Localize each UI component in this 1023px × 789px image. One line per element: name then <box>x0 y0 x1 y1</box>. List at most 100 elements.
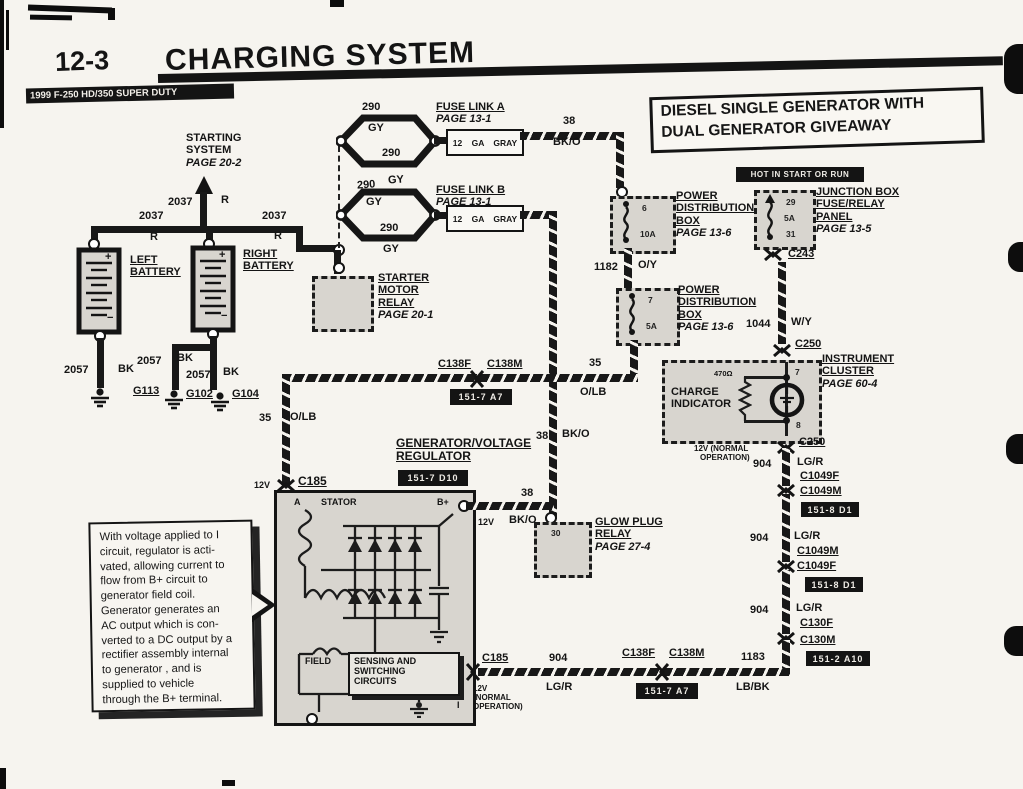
wire-stub <box>206 228 213 244</box>
wire-904-2 <box>782 494 790 562</box>
ground-label-g113: G113 <box>133 385 160 397</box>
wire-label: 2037 <box>168 196 193 208</box>
voltage-label: 12V <box>478 517 495 527</box>
cluster-wire <box>744 420 788 423</box>
wire-38-top <box>520 132 624 140</box>
wire-label: 35 <box>259 412 272 424</box>
wire-38-drop <box>616 132 624 188</box>
wire-stub <box>434 212 448 219</box>
wire-label: BK/O <box>509 514 537 526</box>
wire-label: 38 <box>563 115 576 127</box>
junction-dot <box>783 374 790 381</box>
glow-plug-relay-box <box>534 522 592 578</box>
note-bubble: With voltage applied to I circuit, regul… <box>88 519 256 713</box>
terminal-a-label: A <box>294 497 301 507</box>
connector-label: C130F <box>800 617 834 629</box>
charge-indicator-lamp-icon <box>769 382 805 418</box>
wire-label: BK/O <box>553 136 581 148</box>
wire-label: R <box>274 230 282 242</box>
connector-icon <box>777 559 795 578</box>
wire-label: R <box>221 194 229 206</box>
connector-label: C138F <box>438 358 472 370</box>
scan-artifact <box>1008 242 1023 272</box>
scan-artifact <box>0 768 6 789</box>
wire-35-right-drop <box>630 340 638 380</box>
wire-904-3 <box>782 570 790 634</box>
connector-label: C1049M <box>797 545 839 557</box>
connector-label: C130M <box>800 634 836 646</box>
connector-label: C1049M <box>800 485 842 497</box>
wire-bus-drop <box>296 226 303 252</box>
connector-label: C1049F <box>797 560 837 572</box>
wire-stub <box>91 228 98 244</box>
scan-artifact <box>6 10 9 50</box>
connector-icon <box>764 247 782 266</box>
fuse-element-icon <box>629 293 635 335</box>
terminal <box>333 262 345 274</box>
wire-label: GY <box>387 173 405 187</box>
junction-dot <box>783 417 790 424</box>
wire-label: BK/O <box>562 428 590 440</box>
fuse-element-icon <box>765 194 775 240</box>
connector-label: C250 <box>795 338 822 350</box>
battery-plus: + <box>219 249 226 261</box>
connector-icon <box>465 663 481 686</box>
wire-label: GY <box>366 196 382 208</box>
scan-artifact <box>1004 44 1023 94</box>
ground-icon <box>211 392 229 412</box>
connector-icon <box>469 370 485 393</box>
pin-number: 8 <box>796 420 801 430</box>
scan-artifact <box>0 0 4 128</box>
ground-icon <box>91 388 109 408</box>
wire-38-b-out <box>520 211 556 219</box>
connector-label: C1049F <box>800 470 840 482</box>
wire-label: LB/BK <box>736 681 770 693</box>
right-battery-symbol <box>190 245 236 333</box>
pin-number: 30 <box>551 528 561 538</box>
connector-label: C138M <box>487 358 523 370</box>
fuse-link-a-gauge: 12 GA GRAY <box>446 129 524 156</box>
note-pointer-icon <box>252 594 268 616</box>
circuit-badge: 151-8 D1 <box>801 502 859 517</box>
wire-1044 <box>778 262 786 344</box>
wire-stub <box>434 137 448 144</box>
wire-label: 35 <box>589 357 602 369</box>
fuse-rating: 5A <box>646 321 657 331</box>
wire-label: 1182 <box>594 261 618 273</box>
ground-label-g102: G102 <box>186 388 213 400</box>
wire-label: O/Y <box>638 259 657 271</box>
circuit-badge: 151-8 D1 <box>805 577 863 592</box>
connector-label: C185 <box>482 652 509 664</box>
battery-plus: + <box>105 251 112 263</box>
wire-38-main-drop <box>549 211 557 519</box>
circuit-badge: 151-7 A7 <box>450 389 512 405</box>
scan-artifact <box>27 4 113 14</box>
scan-artifact <box>29 14 73 21</box>
wire-label: 38 <box>521 487 534 499</box>
wire-label: LG/R <box>796 602 823 614</box>
pin-number: 7 <box>648 295 653 305</box>
scan-artifact <box>108 8 115 20</box>
starter-motor-relay-box <box>312 276 374 332</box>
wire-label: 1183 <box>741 651 765 663</box>
connector-icon <box>777 483 795 502</box>
stator-label: STATOR <box>321 497 357 507</box>
cluster-wire <box>744 376 788 379</box>
ground-icon <box>165 390 183 410</box>
wire-904-bottom <box>478 668 790 676</box>
fuse-link-a-symbol <box>336 114 440 168</box>
scan-artifact <box>222 780 235 786</box>
pin-number: 6 <box>642 203 647 213</box>
bplus-label: B+ <box>437 497 449 507</box>
wire-label: BK <box>177 352 193 364</box>
